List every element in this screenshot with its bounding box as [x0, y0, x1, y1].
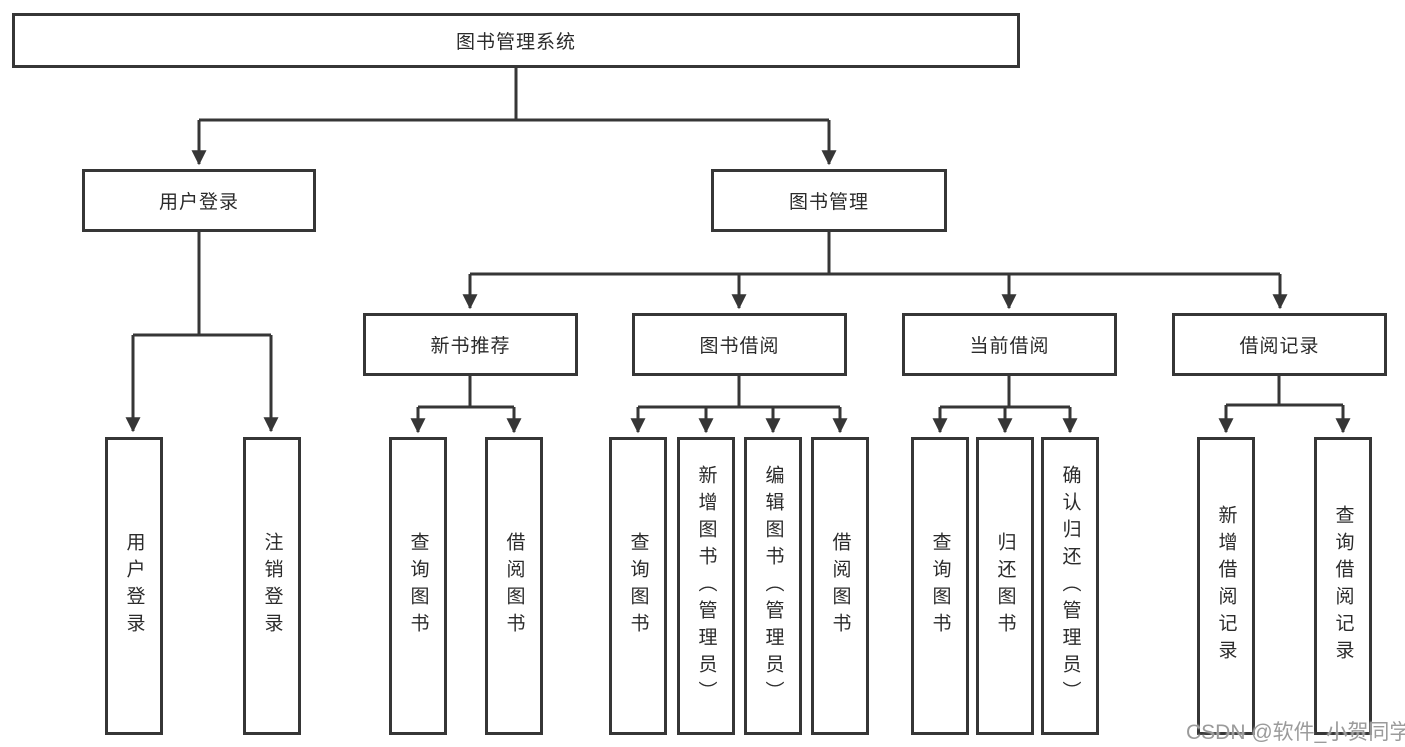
node-query-books-recommend: 查询图书 — [389, 437, 447, 735]
node-borrow-books-borrowing: 借阅图书 — [811, 437, 869, 735]
node-borrow-books-recommend: 借阅图书 — [485, 437, 543, 735]
node-return-books: 归还图书 — [976, 437, 1034, 735]
csdn-watermark: CSDN @软件_小贺同学 — [1186, 721, 1405, 744]
node-current-borrowing: 当前借阅 — [902, 313, 1117, 376]
node-query-books-borrowing: 查询图书 — [609, 437, 667, 735]
node-user-login: 用户登录 — [105, 437, 163, 735]
node-borrowing-records: 借阅记录 — [1172, 313, 1387, 376]
node-add-books-admin: 新增图书（管理员） — [677, 437, 735, 735]
node-logout: 注销登录 — [243, 437, 301, 735]
node-user-login-branch: 用户登录 — [82, 169, 316, 232]
node-query-books-current: 查询图书 — [911, 437, 969, 735]
node-book-borrowing: 图书借阅 — [632, 313, 847, 376]
node-new-book-recommendation: 新书推荐 — [363, 313, 578, 376]
node-add-borrowing-record: 新增借阅记录 — [1197, 437, 1255, 735]
tree-arrows — [125, 120, 1351, 434]
node-edit-books-admin: 编辑图书（管理员） — [744, 437, 802, 735]
node-query-borrowing-record: 查询借阅记录 — [1314, 437, 1372, 735]
node-book-management: 图书管理 — [711, 169, 947, 232]
node-library-management-system: 图书管理系统 — [12, 13, 1020, 68]
node-confirm-return-admin: 确认归还（管理员） — [1041, 437, 1099, 735]
